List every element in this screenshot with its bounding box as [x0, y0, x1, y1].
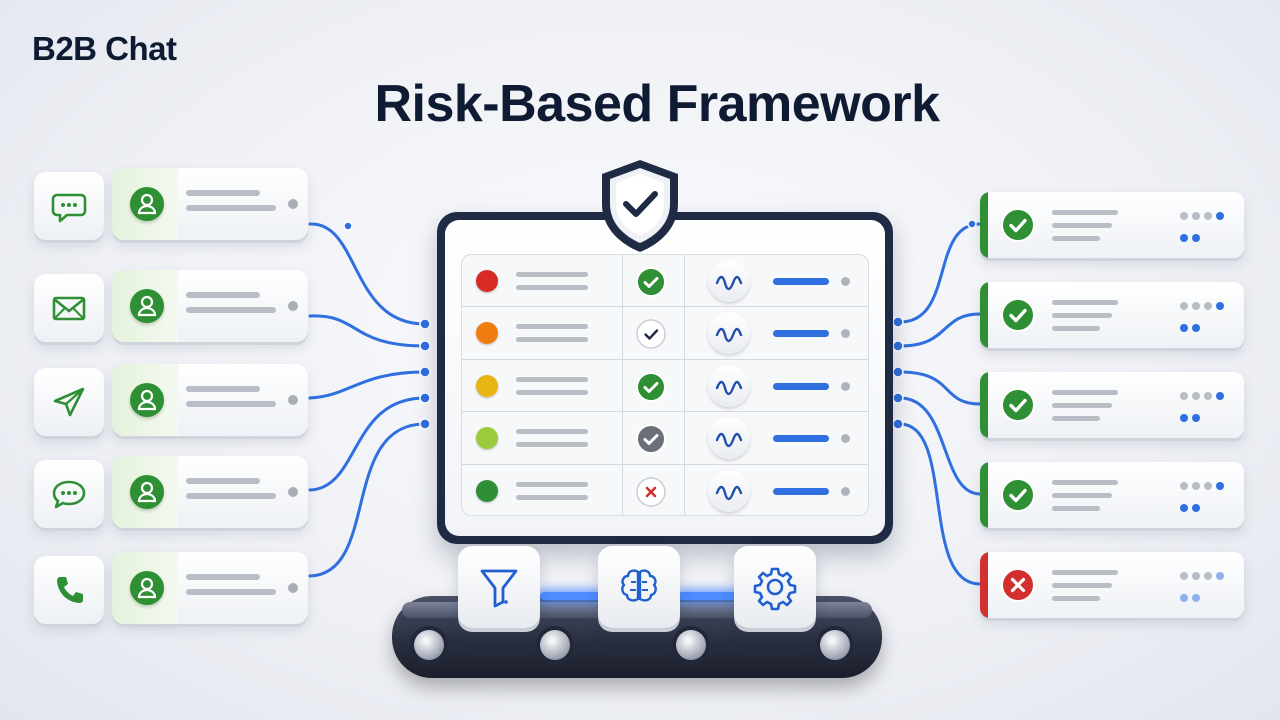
input-row-1[interactable]: [34, 168, 310, 244]
table-row[interactable]: [462, 307, 868, 360]
input-row-3[interactable]: [34, 364, 310, 440]
output-row-4[interactable]: [980, 462, 1244, 528]
output-row-1[interactable]: [980, 192, 1244, 258]
risk-level-dot: [476, 427, 498, 450]
brand-name: B2B Chat: [32, 30, 177, 67]
page-title: Risk-Based Framework: [374, 75, 940, 133]
check-grey-icon: [636, 424, 666, 455]
gear-icon: [753, 567, 797, 611]
risk-assessment-monitor: [437, 212, 893, 544]
check-icon: [636, 371, 666, 402]
email-envelope-icon: [34, 274, 104, 342]
user-avatar-icon: [130, 289, 164, 323]
check-outline-icon: [636, 319, 666, 350]
approved-check-icon: [1001, 298, 1035, 332]
score-bar: [773, 278, 829, 285]
brain-icon: [621, 569, 657, 602]
risk-level-dot: [476, 270, 498, 292]
waveform-icon: [708, 260, 750, 302]
table-row[interactable]: [462, 464, 868, 515]
shield-check-icon: [602, 160, 678, 252]
user-avatar-icon: [130, 571, 164, 605]
risk-level-dot: [476, 374, 498, 397]
risk-level-dot: [476, 322, 498, 345]
message-card[interactable]: [112, 364, 308, 436]
message-card[interactable]: [112, 270, 308, 342]
waveform-icon: [708, 469, 750, 512]
chat-bubble-icon: [34, 460, 104, 528]
score-bar: [773, 435, 829, 443]
score-bar: [773, 382, 829, 390]
monitor-screen: [445, 220, 885, 536]
output-row-5[interactable]: [980, 552, 1244, 618]
approved-check-icon: [1001, 388, 1035, 422]
input-row-2[interactable]: [34, 270, 310, 346]
process-link-glow: [540, 592, 602, 600]
phone-icon: [34, 556, 104, 624]
cross-icon: [636, 476, 666, 507]
filter-funnel-icon: [480, 569, 518, 608]
check-icon: [636, 267, 666, 297]
waveform-icon: [708, 312, 750, 355]
input-row-5[interactable]: [34, 552, 310, 628]
ai-analysis-tool[interactable]: [598, 546, 680, 628]
filter-tool[interactable]: [458, 546, 540, 628]
settings-tool[interactable]: [734, 546, 816, 628]
message-card[interactable]: [112, 552, 308, 624]
message-card[interactable]: [112, 456, 308, 528]
waveform-icon: [708, 417, 750, 460]
risk-level-dot: [476, 479, 498, 502]
output-row-3[interactable]: [980, 372, 1244, 438]
rejected-cross-icon: [1001, 568, 1035, 602]
score-bar: [773, 487, 829, 495]
approved-check-icon: [1001, 478, 1035, 512]
score-bar: [773, 330, 829, 338]
output-row-2[interactable]: [980, 282, 1244, 348]
table-row[interactable]: [462, 359, 868, 413]
table-row[interactable]: [462, 412, 868, 465]
input-row-4[interactable]: [34, 456, 310, 532]
user-avatar-icon: [130, 383, 164, 417]
waveform-icon: [708, 364, 750, 407]
message-card[interactable]: [112, 168, 308, 240]
risk-table: [461, 254, 869, 516]
table-row[interactable]: [462, 255, 868, 308]
approved-check-icon: [1001, 208, 1035, 242]
paper-plane-icon: [34, 368, 104, 436]
user-avatar-icon: [130, 187, 164, 221]
user-avatar-icon: [130, 475, 164, 509]
chat-bubble-icon: [34, 172, 104, 240]
process-link-glow: [678, 592, 740, 600]
